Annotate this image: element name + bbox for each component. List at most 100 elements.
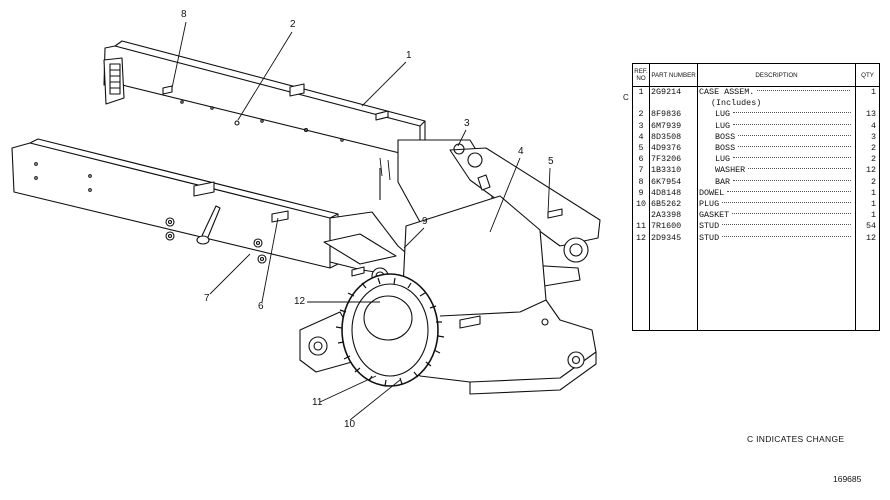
table-filler-row — [632, 243, 880, 331]
cell-description: DOWEL — [697, 187, 856, 199]
cell-description: CASE ASSEM. — [697, 86, 856, 99]
cell-part-number: 2G9214 — [649, 86, 698, 99]
cell-ref-no: 11 — [632, 221, 650, 233]
cell-ref-no: 10 — [632, 198, 650, 211]
cell-qty: 1 — [855, 198, 880, 211]
description-text: STUD — [699, 232, 720, 243]
cell-ref-no — [632, 98, 650, 110]
dot-leader — [732, 213, 851, 215]
flange-studs — [335, 277, 445, 387]
description-text: BOSS — [715, 131, 736, 142]
dot-leader — [727, 190, 852, 192]
cell-description: PLUG — [697, 198, 856, 211]
parts-illustration: 8 2 1 3 4 5 9 12 7 6 11 10 — [11, 10, 601, 430]
callout-11: 11 — [312, 397, 323, 408]
description-text: LUG — [715, 109, 731, 120]
parts-list-table: REF. NO PART NUMBER DESCRIPTION QTY 1 2G9… — [632, 63, 880, 331]
cell-ref-no: 5 — [632, 142, 650, 155]
cell-part-number — [649, 98, 698, 110]
description-text: GASKET — [699, 210, 730, 221]
dot-leader — [738, 134, 852, 136]
cell-description: GASKET — [697, 210, 856, 222]
cell-description: (Includes) — [697, 98, 856, 110]
dot-leader — [722, 224, 852, 226]
upper-rail — [103, 40, 426, 181]
cell-qty: 2 — [855, 176, 880, 188]
description-text: BAR — [715, 176, 731, 187]
cell-ref-no: 8 — [632, 176, 650, 188]
cell-part-number: 4D8148 — [649, 187, 698, 199]
cell-part-number: 6M7939 — [649, 120, 698, 132]
callout-12: 12 — [294, 296, 306, 307]
cell-description: LUG — [697, 154, 856, 166]
table-row: (Includes) — [632, 98, 880, 110]
dot-leader — [722, 235, 852, 237]
empty-cell — [632, 243, 650, 331]
table-header-row: REF. NO PART NUMBER DESCRIPTION QTY — [632, 63, 880, 87]
cell-part-number: 8D3508 — [649, 131, 698, 143]
dot-leader — [733, 157, 852, 159]
dot-leader — [757, 90, 851, 92]
empty-cell — [697, 243, 856, 331]
cell-qty: 13 — [855, 109, 880, 121]
dot-leader — [733, 123, 852, 125]
cell-part-number: 7F3206 — [649, 154, 698, 166]
description-text: CASE ASSEM. — [699, 87, 755, 98]
cell-description: LUG — [697, 120, 856, 132]
cell-description: LUG — [697, 109, 856, 121]
cell-qty: 2 — [855, 142, 880, 155]
callout-6: 6 — [258, 301, 264, 312]
cell-description: BOSS — [697, 131, 856, 143]
empty-cell — [855, 243, 880, 331]
description-text: LUG — [715, 154, 731, 165]
callout-7: 7 — [204, 293, 210, 304]
description-text: (Includes) — [711, 98, 762, 109]
cell-description: WASHER — [697, 165, 856, 177]
cell-qty: 1 — [855, 86, 880, 99]
cell-ref-no: 4 — [632, 131, 650, 143]
cell-ref-no: 12 — [632, 232, 650, 244]
cell-ref-no: 3 — [632, 120, 650, 132]
callout-1: 1 — [406, 50, 412, 61]
cell-qty — [855, 98, 880, 110]
cell-description: STUD — [697, 221, 856, 233]
cell-part-number: 2A3398 — [649, 210, 698, 222]
description-text: DOWEL — [699, 187, 725, 198]
description-text: BOSS — [715, 143, 736, 154]
cell-part-number: 2D9345 — [649, 232, 698, 244]
cell-ref-no: 9 — [632, 187, 650, 199]
dot-leader — [722, 201, 852, 203]
dot-leader — [733, 112, 852, 114]
description-text: STUD — [699, 221, 720, 232]
callout-4: 4 — [518, 146, 524, 157]
cell-qty: 54 — [855, 221, 880, 233]
description-text: LUG — [715, 120, 731, 131]
lower-rail — [11, 138, 339, 269]
cell-part-number: 6B5262 — [649, 198, 698, 211]
header-ref-no: REF. NO — [632, 63, 650, 87]
header-qty: QTY — [855, 63, 880, 87]
callout-3: 3 — [464, 118, 470, 129]
callout-5: 5 — [548, 156, 554, 167]
empty-cell — [649, 243, 698, 331]
cell-part-number: 4D9376 — [649, 142, 698, 155]
cell-ref-no: 7 — [632, 165, 650, 177]
cell-ref-no: 6 — [632, 154, 650, 166]
cell-qty: 1 — [855, 210, 880, 222]
cell-qty: 12 — [855, 165, 880, 177]
cell-description: BAR — [697, 176, 856, 188]
cell-part-number: 6K7954 — [649, 176, 698, 188]
cell-description: BOSS — [697, 142, 856, 155]
